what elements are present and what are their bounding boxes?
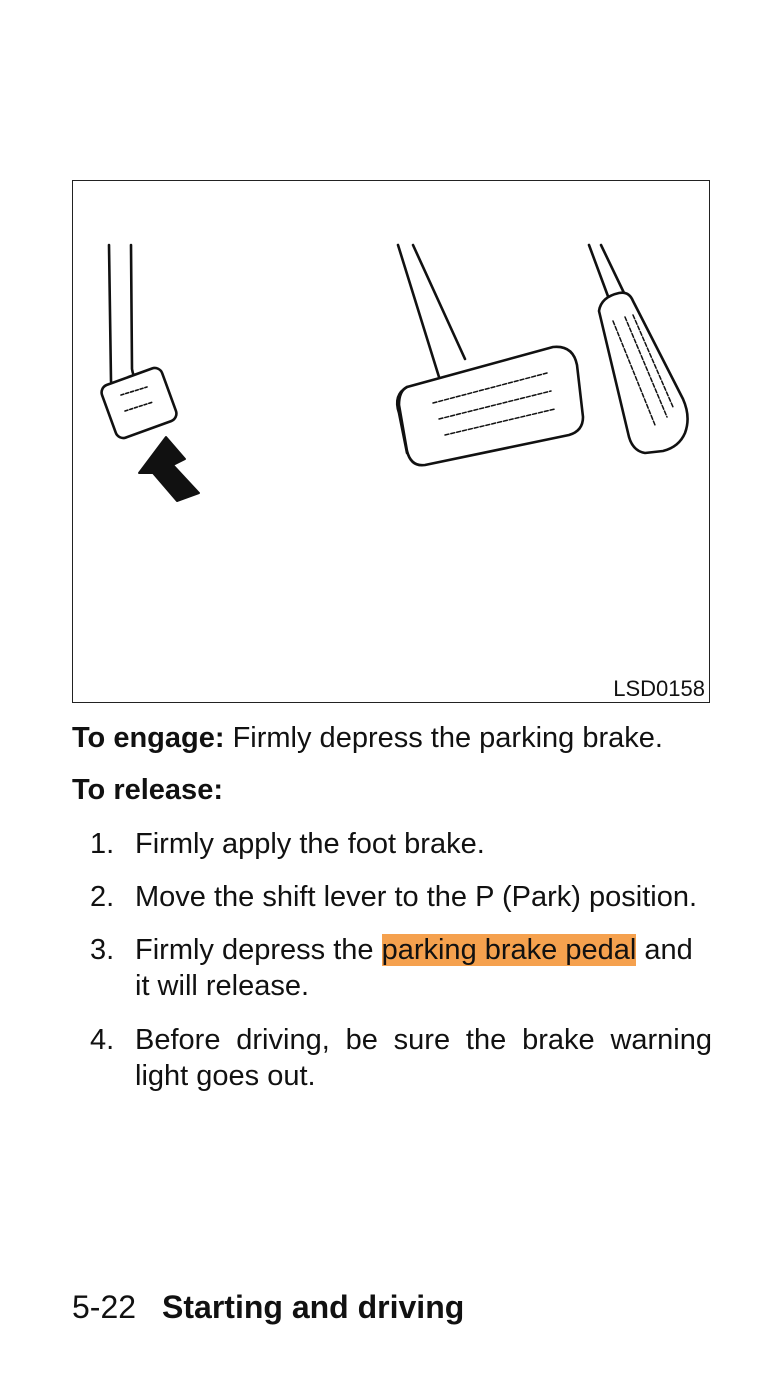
section-title: Starting and driving bbox=[162, 1289, 465, 1325]
step-text-after: and it will release. bbox=[135, 934, 693, 1002]
release-label: To release: bbox=[72, 774, 223, 806]
step-text-before: Firmly depress the bbox=[135, 934, 382, 966]
list-item: 2. Move the shift lever to the P (Park) … bbox=[72, 879, 712, 915]
page-number: 5-22 bbox=[72, 1289, 137, 1325]
step-text: Firmly apply the foot brake. bbox=[135, 828, 485, 860]
page-footer: 5-22 Starting and driving bbox=[72, 1288, 464, 1326]
list-item: 3. Firmly depress the parking brake peda… bbox=[72, 932, 712, 1004]
step-text: Before driving, be sure the brake warnin… bbox=[135, 1024, 712, 1092]
pedal-illustration bbox=[100, 243, 689, 502]
step-number: 2. bbox=[90, 881, 115, 913]
engage-label: To engage: bbox=[72, 722, 225, 754]
figure-code: LSD0158 bbox=[613, 676, 705, 701]
brake-pedal-icon bbox=[395, 243, 585, 467]
highlighted-phrase: parking brake pedal bbox=[381, 934, 637, 966]
accelerator-pedal-icon bbox=[587, 243, 689, 455]
push-arrow-icon bbox=[138, 436, 200, 502]
step-text: Firmly depress the parking brake pedal a… bbox=[135, 932, 712, 1004]
engage-text: Firmly depress the parking brake. bbox=[224, 722, 663, 754]
illustration-figure: LSD0158 bbox=[72, 180, 710, 703]
step-number: 4. bbox=[90, 1024, 115, 1056]
list-item: 4. Before driving, be sure the brake war… bbox=[72, 1022, 712, 1094]
list-item: 1. Firmly apply the foot brake. bbox=[72, 826, 712, 862]
parking-brake-pedal-icon bbox=[100, 243, 178, 440]
engage-paragraph: To engage: Firmly depress the parking br… bbox=[72, 720, 663, 756]
step-text: Move the shift lever to the P (Park) pos… bbox=[135, 881, 698, 913]
step-number: 3. bbox=[90, 934, 115, 966]
step-number: 1. bbox=[90, 828, 115, 860]
